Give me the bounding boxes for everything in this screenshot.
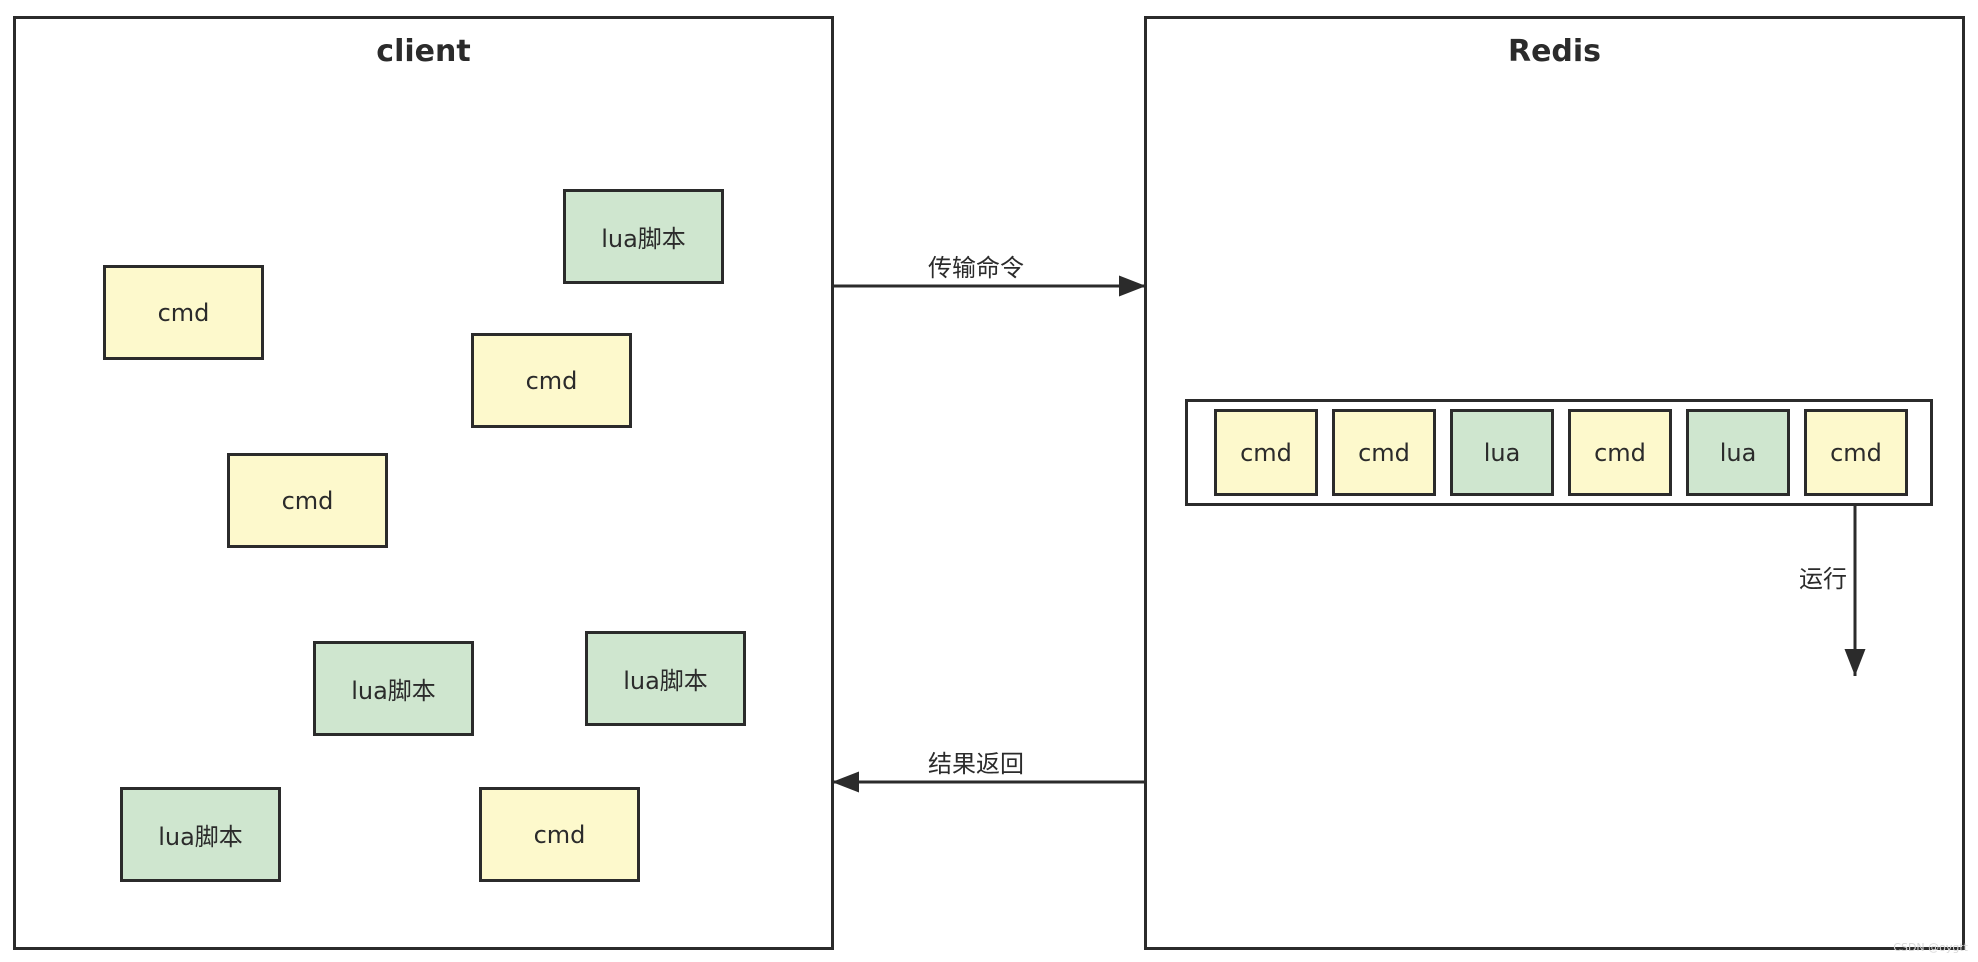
send-command-label: 传输命令 xyxy=(928,254,1024,282)
return-result-label: 结果返回 xyxy=(928,750,1024,778)
client-cmd-box: cmd xyxy=(471,333,632,428)
watermark: CSDN @oygtt xyxy=(1893,941,1968,954)
queue-lua-box: lua xyxy=(1450,409,1554,496)
client-cmd-box: cmd xyxy=(103,265,264,360)
run-label: 运行 xyxy=(1799,565,1847,593)
client-lua-script-box: lua脚本 xyxy=(563,189,724,284)
client-cmd-box: cmd xyxy=(479,787,640,882)
queue-cmd-box: cmd xyxy=(1332,409,1436,496)
client-lua-script-box: lua脚本 xyxy=(585,631,746,726)
queue-cmd-box: cmd xyxy=(1804,409,1908,496)
queue-cmd-box: cmd xyxy=(1568,409,1672,496)
client-lua-script-box: lua脚本 xyxy=(313,641,474,736)
client-cmd-box: cmd xyxy=(227,453,388,548)
queue-lua-box: lua xyxy=(1686,409,1790,496)
client-lua-script-box: lua脚本 xyxy=(120,787,281,882)
redis-title: Redis xyxy=(1507,34,1602,69)
queue-cmd-box: cmd xyxy=(1214,409,1318,496)
client-title: client xyxy=(376,34,471,69)
